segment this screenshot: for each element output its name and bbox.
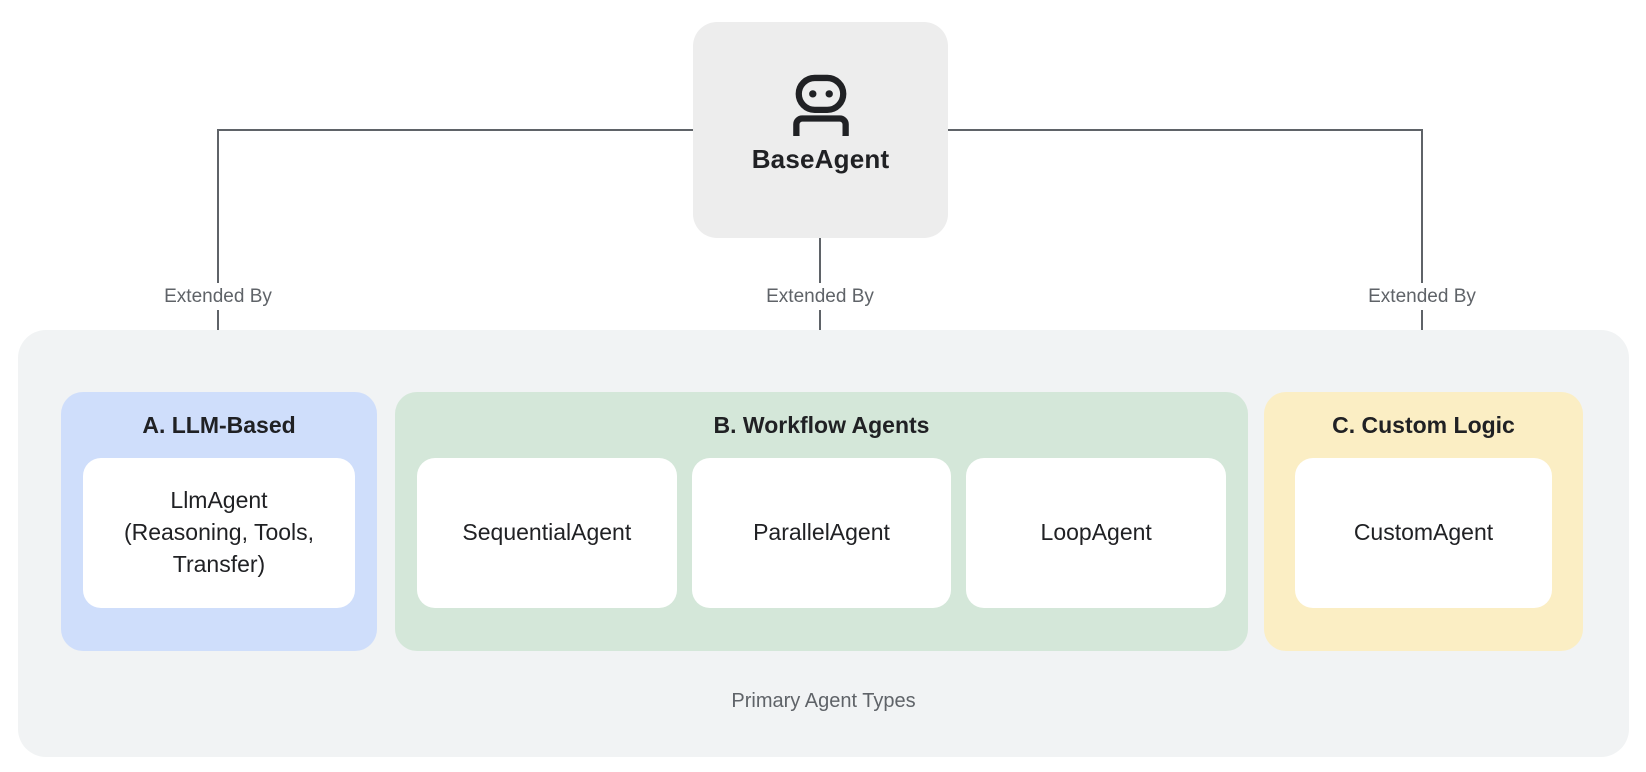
edge-label-extended-by-left: Extended By [155,283,281,310]
card-custom-agent: CustomAgent [1295,458,1552,608]
group-llm-based: A. LLM-Based LlmAgent (Reasoning, Tools,… [61,392,377,651]
group-workflow-agents-title: B. Workflow Agents [713,411,930,438]
card-sequential-agent: SequentialAgent [417,458,677,608]
panel-caption: Primary Agent Types [731,690,916,712]
edge-label-extended-by-middle: Extended By [757,283,883,310]
card-parallel-agent: ParallelAgent [691,458,952,608]
edge-label-extended-by-right: Extended By [1359,283,1485,310]
base-agent-node: BaseAgent [693,22,948,238]
card-llm-agent: LlmAgent (Reasoning, Tools, Transfer) [83,458,355,608]
connector-horizontal-right [948,129,1422,131]
connector-vertical-left [217,129,219,379]
group-workflow-agents-cards: SequentialAgent ParallelAgent LoopAgent [395,458,1248,608]
card-loop-agent: LoopAgent [966,458,1227,608]
base-agent-label: BaseAgent [751,144,890,174]
group-llm-based-title: A. LLM-Based [142,411,296,438]
connector-horizontal-left [217,129,693,131]
group-custom-logic-cards: CustomAgent [1264,458,1583,608]
group-custom-logic: C. Custom Logic CustomAgent [1264,392,1583,651]
group-llm-based-cards: LlmAgent (Reasoning, Tools, Transfer) [61,458,377,608]
robot-icon [792,74,849,136]
group-custom-logic-title: C. Custom Logic [1332,411,1515,438]
connector-vertical-right [1421,129,1423,379]
group-workflow-agents: B. Workflow Agents SequentialAgent Paral… [395,392,1248,651]
